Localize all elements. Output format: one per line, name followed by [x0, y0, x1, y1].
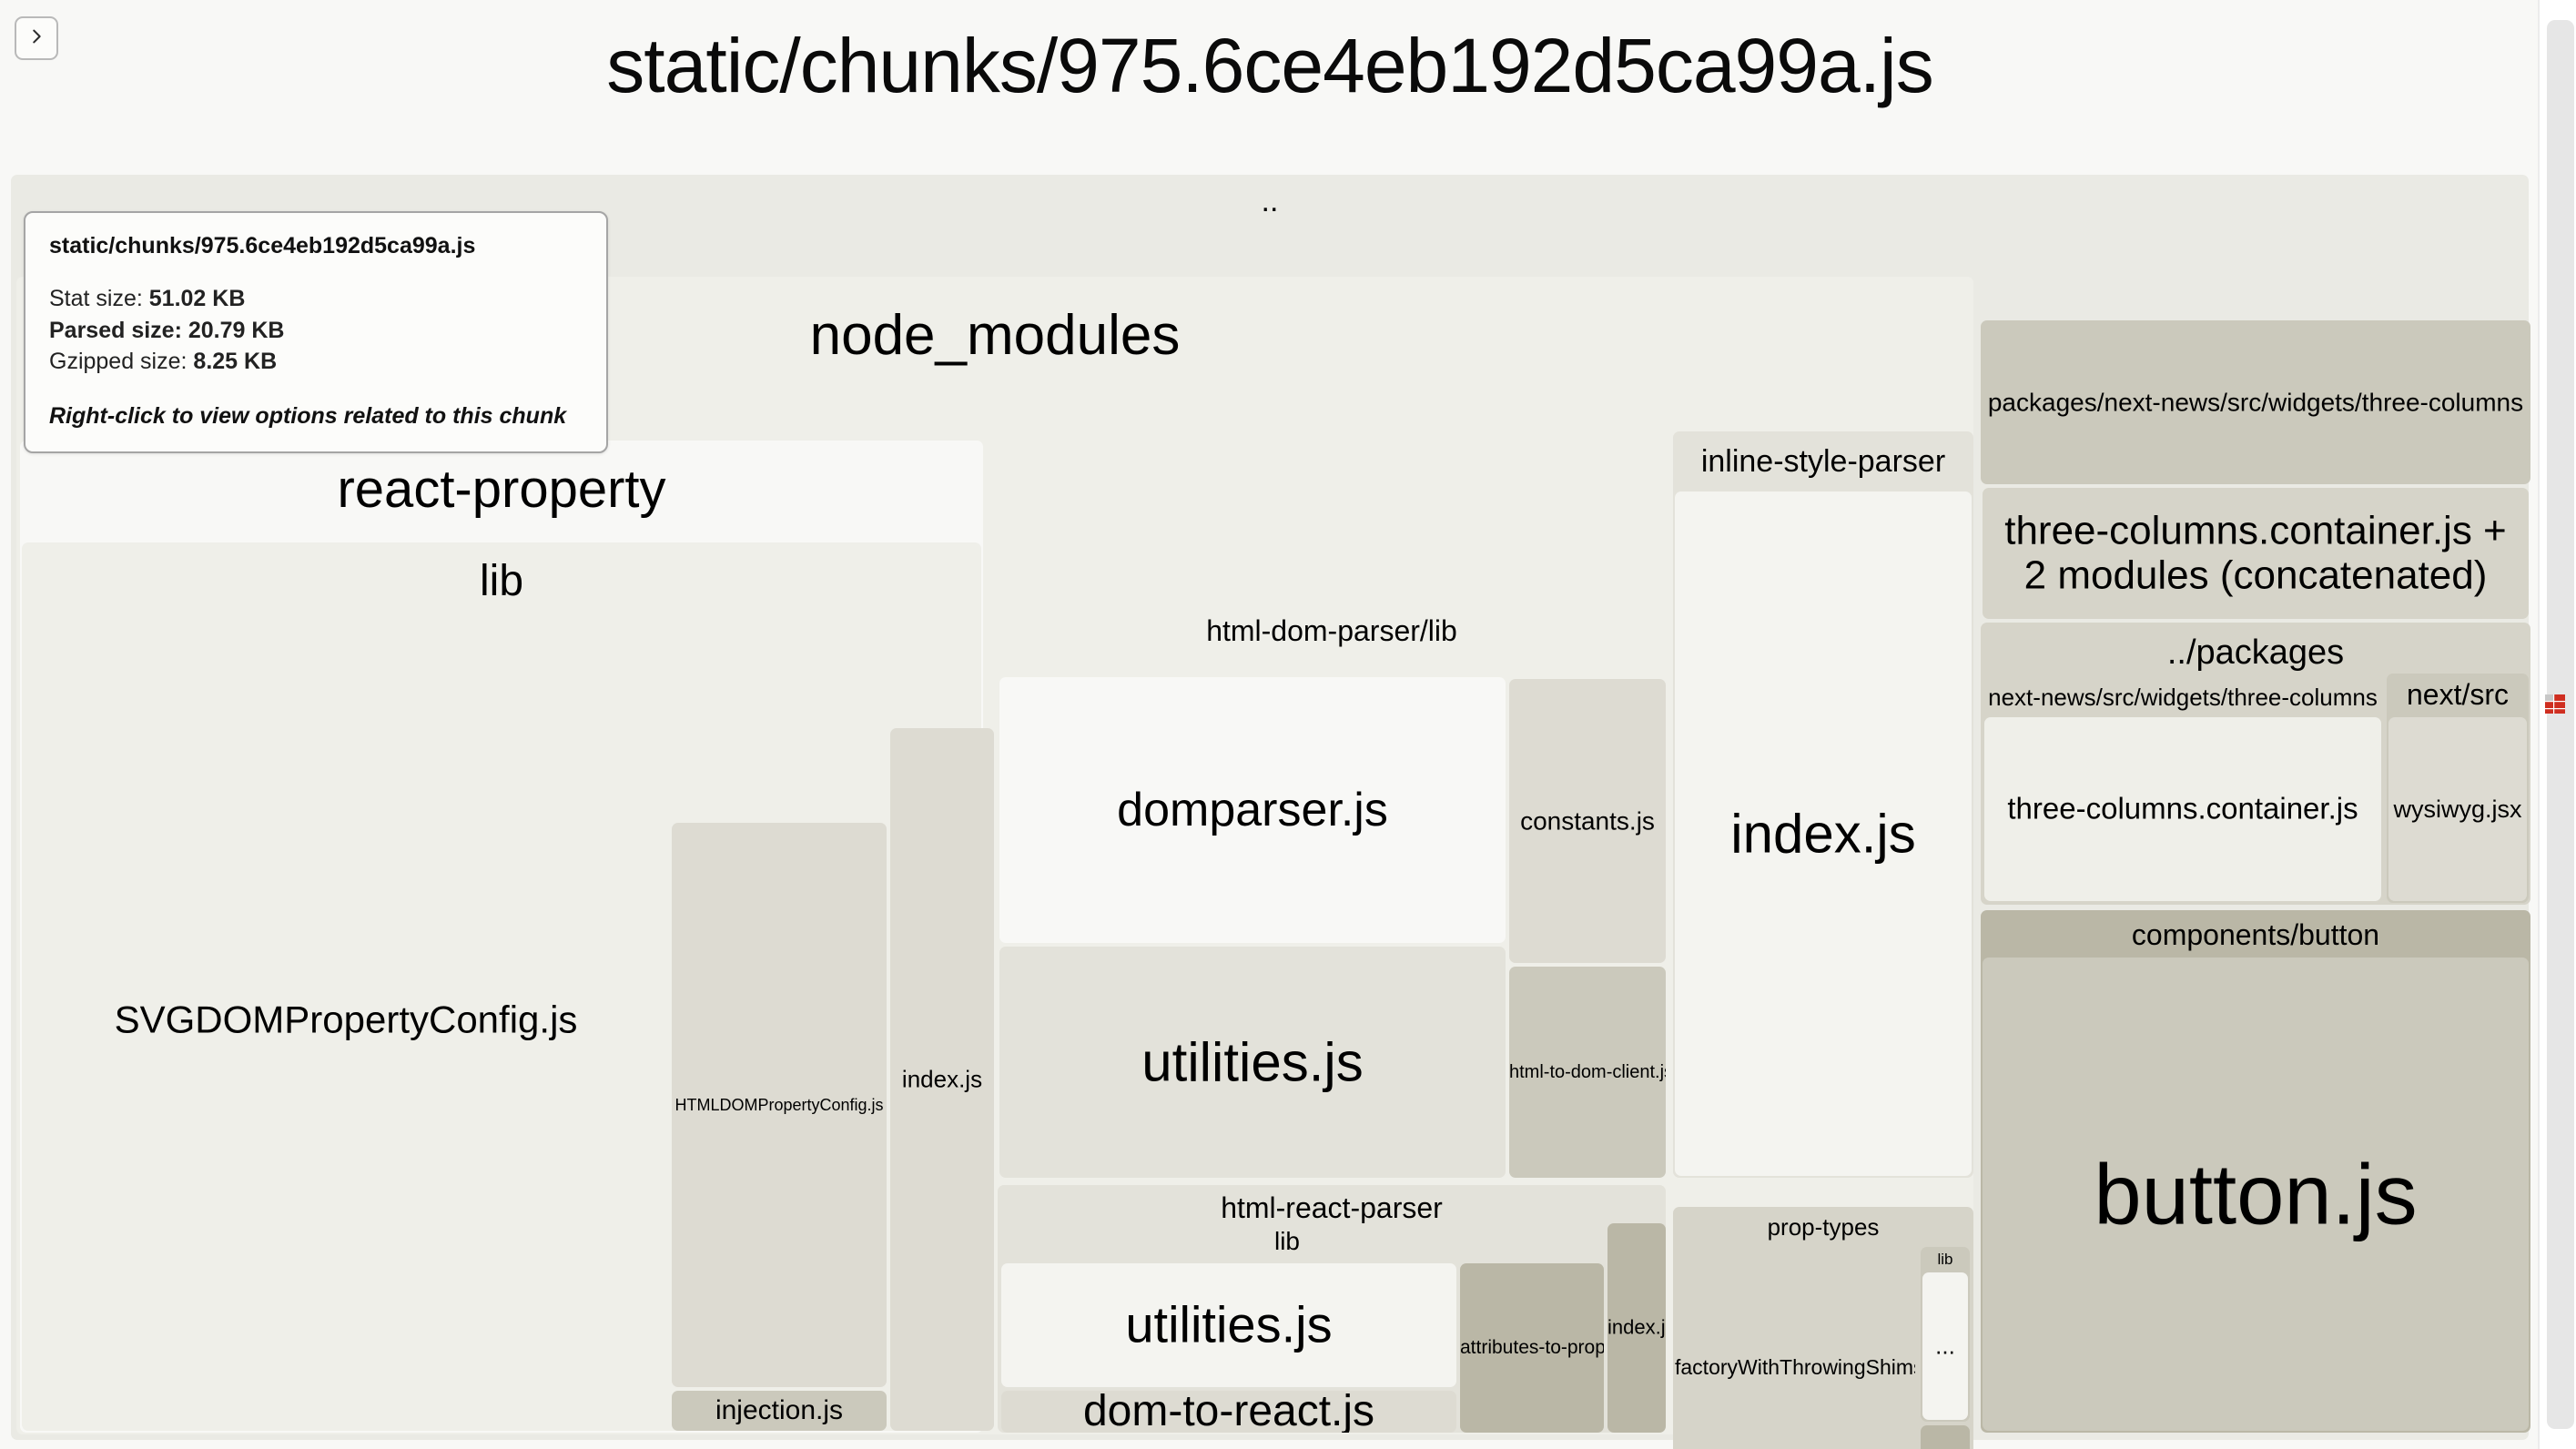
treemap-label-attributes-to-props: attributes-to-props.js — [1460, 1337, 1604, 1359]
treemap-label-prop-types: prop-types — [1767, 1213, 1880, 1241]
treemap-node-factory-with-throwing-shims[interactable]: factoryWithThrowingShims.js — [1675, 1247, 1915, 1449]
tooltip-stat-size-label: Stat size: — [49, 286, 149, 311]
treemap-label-hrp-utilities: utilities.js — [1125, 1295, 1333, 1353]
treemap-node-injection[interactable]: injection.js — [672, 1391, 887, 1431]
red-brick-extension-icon[interactable] — [2543, 692, 2567, 715]
treemap-node-isp-index[interactable]: index.js — [1675, 491, 1972, 1176]
treemap-label-html-to-dom-client: html-to-dom-client.js — [1509, 1061, 1666, 1082]
treemap-label-hdp-utilities: utilities.js — [1141, 1031, 1364, 1093]
treemap-node-attributes-to-props[interactable]: attributes-to-props.js — [1460, 1263, 1604, 1433]
treemap-node-hdp-utilities[interactable]: utilities.js — [999, 947, 1506, 1178]
treemap-label-dom-to-react: dom-to-react.js — [1082, 1391, 1375, 1433]
treemap-label-html-react-parser: html-react-parser — [1221, 1191, 1443, 1224]
sidebar-collapsed-rail[interactable] — [2547, 20, 2574, 1429]
treemap-label-react-property-index: index.js — [901, 1065, 983, 1093]
treemap-node-dom-to-react[interactable]: dom-to-react.js — [1001, 1391, 1456, 1433]
treemap-label-dotdot-packages: ../packages — [2166, 633, 2345, 672]
treemap-label-components-button: components/button — [2131, 918, 2380, 951]
tooltip-hint: Right-click to view options related to t… — [49, 402, 567, 429]
tooltip-gzipped-size-value: 8.25 KB — [193, 349, 278, 374]
treemap-node-wysiwyg[interactable]: wysiwyg.jsx — [2388, 717, 2527, 901]
treemap-label-htmldompropertyconfig: HTMLDOMPropertyConfig.js — [674, 1095, 884, 1114]
treemap-node-hrp-index[interactable]: index.js — [1607, 1223, 1666, 1433]
treemap-label-inline-style-parser: inline-style-parser — [1700, 444, 1946, 479]
treemap-label-three-columns-container: three-columns.container.js — [2007, 791, 2358, 826]
treemap-label-next-src: next/src — [2406, 678, 2510, 711]
treemap-label-react-property-lib: lib — [479, 557, 524, 605]
treemap-node-hrp-utilities[interactable]: utilities.js — [1001, 1263, 1456, 1387]
treemap-node-svgdompropertyconfig[interactable]: SVGDOMPropertyConfig.js — [24, 610, 668, 1429]
treemap-label-three-columns-concat: three-columns.container.js + 2 modules (… — [2004, 508, 2507, 598]
treemap-node-three-columns-container[interactable]: three-columns.container.js — [1984, 717, 2381, 901]
treemap-label-svgdompropertyconfig: SVGDOMPropertyConfig.js — [114, 998, 578, 1041]
treemap-node-domparser[interactable]: domparser.js — [999, 677, 1506, 943]
treemap-label-next-news-three-columns: next-news/src/widgets/three-columns — [1988, 684, 2378, 711]
treemap-node-constants[interactable]: constants.js — [1509, 679, 1666, 963]
treemap-node-packages-three-columns[interactable]: packages/next-news/src/widgets/three-col… — [1981, 320, 2530, 484]
treemap-label-react-property: react-property — [337, 460, 666, 519]
treemap-label-factory-with-throwing-shims: factoryWithThrowingShims.js — [1675, 1355, 1915, 1380]
chunk-tooltip: static/chunks/975.6ce4eb192d5ca99a.js St… — [24, 211, 608, 453]
chart-title: static/chunks/975.6ce4eb192d5ca99a.js — [606, 23, 1933, 108]
treemap-label-pt-lib: lib — [1937, 1251, 1953, 1268]
tooltip-stat-size-row: Stat size: 51.02 KB — [49, 283, 583, 315]
treemap-label-hrp-lib: lib — [1273, 1227, 1300, 1255]
treemap-node-htmldompropertyconfig[interactable]: HTMLDOMPropertyConfig.js — [672, 823, 887, 1387]
right-side-strip — [2541, 0, 2576, 1449]
tooltip-title: static/chunks/975.6ce4eb192d5ca99a.js — [49, 233, 476, 258]
chevron-right-icon — [26, 26, 46, 51]
treemap-label-pt-lib-dots: ... — [1935, 1332, 1955, 1360]
tooltip-parsed-size-value: 20.79 KB — [188, 317, 285, 343]
treemap-node-three-columns-concat[interactable]: three-columns.container.js + 2 modules (… — [1983, 488, 2529, 619]
treemap-node-pt-index[interactable]: index.js — [1921, 1425, 1970, 1449]
treemap-node-button-js[interactable]: button.js — [1983, 958, 2529, 1431]
treemap-node-html-to-dom-client[interactable]: html-to-dom-client.js — [1509, 967, 1666, 1178]
treemap-label-constants: constants.js — [1520, 806, 1655, 836]
treemap-label-domparser: domparser.js — [1117, 783, 1388, 836]
treemap-label-html-dom-parser-lib: html-dom-parser/lib — [1206, 614, 1457, 647]
treemap-label-isp-index: index.js — [1730, 803, 1916, 865]
tooltip-stat-size-value: 51.02 KB — [148, 286, 246, 311]
treemap-label-hrp-index: index.js — [1607, 1315, 1666, 1339]
treemap-label-wysiwyg: wysiwyg.jsx — [2393, 795, 2522, 823]
sidebar-toggle-button[interactable] — [15, 16, 58, 60]
tooltip-parsed-size-row: Parsed size: 20.79 KB — [49, 315, 583, 347]
tooltip-parsed-size-label: Parsed size: — [49, 317, 188, 343]
tooltip-gzipped-size-row: Gzipped size: 8.25 KB — [49, 346, 583, 378]
treemap-label-injection: injection.js — [715, 1395, 844, 1426]
treemap-label-packages-three-columns: packages/next-news/src/widgets/three-col… — [1987, 388, 2524, 417]
treemap-node-pt-lib-dots[interactable]: ... — [1922, 1272, 1968, 1420]
treemap-label-button-js: button.js — [2094, 1146, 2418, 1242]
treemap-node-react-property-index[interactable]: index.js — [890, 728, 994, 1431]
tooltip-gzipped-size-label: Gzipped size: — [49, 349, 194, 374]
